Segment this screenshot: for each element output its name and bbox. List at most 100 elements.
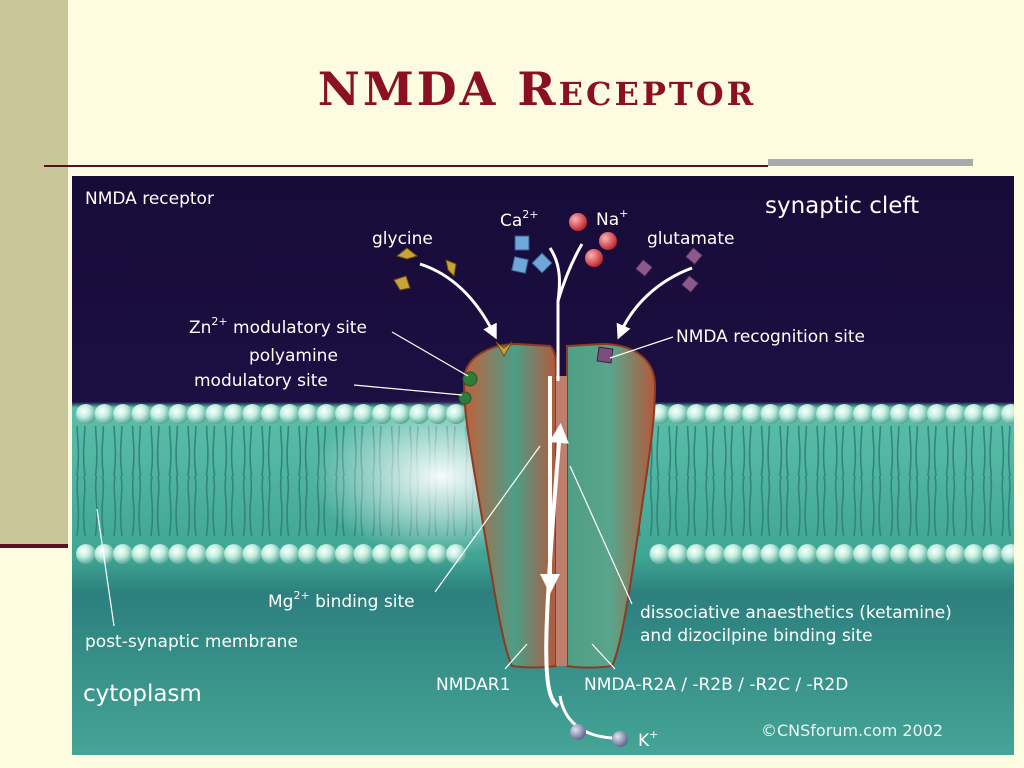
lipid-head <box>242 404 263 424</box>
cytoplasm-label: cytoplasm <box>83 681 202 707</box>
lipid-head <box>279 404 300 424</box>
copyright-label: ©CNSforum.com 2002 <box>761 721 943 740</box>
lipid-head <box>409 404 429 424</box>
lipid-head <box>1001 404 1014 424</box>
calcium-label: Ca2+ <box>500 208 539 231</box>
lipid-head <box>76 544 96 564</box>
glutamate-molecules <box>634 246 704 294</box>
postsynaptic-membrane-label: post-synaptic membrane <box>85 632 298 652</box>
lipid-head <box>279 544 300 564</box>
mg-rest: binding site <box>310 592 415 612</box>
lipid-head <box>779 544 799 564</box>
lipid-head <box>853 544 873 564</box>
lipid-head <box>298 544 318 564</box>
lipid-head <box>187 404 207 424</box>
lipid-head <box>927 404 947 424</box>
lipid-head <box>372 544 392 564</box>
lipid-head <box>945 404 966 424</box>
lipid-head <box>890 544 910 564</box>
lipid-head <box>853 404 873 424</box>
lipid-head <box>705 544 725 564</box>
na-sup: + <box>619 207 628 220</box>
lipid-head <box>446 404 466 424</box>
polyamine-site <box>458 391 472 405</box>
nmda-r2-label: NMDA-R2A / -R2B / -R2C / -R2D <box>584 675 848 695</box>
lipid-head <box>686 544 707 564</box>
lipid-head <box>760 544 781 564</box>
lipid-head <box>908 404 929 424</box>
mg-base: Mg <box>268 592 293 612</box>
lipid-head <box>668 404 688 424</box>
lipid-heads-bottom <box>76 544 1014 564</box>
k-sup: + <box>649 728 658 741</box>
nmda-receptor-diagram: NMDA receptor synaptic cleft glycine Ca2… <box>72 176 1014 755</box>
lipid-head <box>834 544 855 564</box>
lipid-head <box>427 544 448 564</box>
synaptic-cleft-label: synaptic cleft <box>765 193 919 219</box>
lipid-head <box>242 544 263 564</box>
potassium-ions <box>570 724 628 747</box>
lipid-head <box>390 404 411 424</box>
lipid-head <box>353 544 374 564</box>
mg-sup: 2+ <box>293 589 309 602</box>
nmda-recognition-label: NMDA recognition site <box>676 327 865 347</box>
lipid-head <box>446 544 466 564</box>
k-base: K <box>638 731 650 751</box>
lipid-head <box>723 404 744 424</box>
lipid-head <box>316 544 337 564</box>
lipid-head <box>871 404 892 424</box>
lipid-head <box>742 544 762 564</box>
sodium-label: Na+ <box>596 207 628 230</box>
lipid-head <box>335 404 355 424</box>
calcium-ions <box>511 235 553 274</box>
gray-rule <box>768 159 973 166</box>
ca-base: Ca <box>500 211 522 231</box>
lipid-head <box>261 404 281 424</box>
lipid-head <box>797 544 818 564</box>
lipid-head <box>908 544 929 564</box>
diagram-heading: NMDA receptor <box>85 189 214 209</box>
lipid-head <box>390 544 411 564</box>
lipid-head <box>797 404 818 424</box>
lipid-head <box>94 544 115 564</box>
slide-title: NMDA Receptor <box>317 62 757 116</box>
lipid-head <box>945 544 966 564</box>
side-rule <box>0 544 68 548</box>
zn-base: Zn <box>189 318 211 338</box>
lipid-head <box>150 544 170 564</box>
lipid-head <box>205 404 226 424</box>
lipid-head <box>316 404 337 424</box>
lipid-head <box>964 544 984 564</box>
lipid-head <box>113 544 133 564</box>
lipid-head <box>686 404 707 424</box>
lipid-head <box>353 404 374 424</box>
lipid-head <box>76 404 96 424</box>
zn-label: Zn2+ modulatory site <box>189 315 367 338</box>
glutamate-label: glutamate <box>647 229 734 249</box>
lipid-head <box>224 544 244 564</box>
lipid-head <box>927 544 947 564</box>
ion-flow-arrows <box>419 243 693 740</box>
lipid-head <box>150 404 170 424</box>
sodium-ions <box>569 213 617 267</box>
lipid-head <box>890 404 910 424</box>
lipid-head <box>816 404 836 424</box>
lipid-head <box>834 404 855 424</box>
nmdar1-label: NMDAR1 <box>436 675 510 695</box>
lipid-head <box>131 404 152 424</box>
lipid-head <box>131 544 152 564</box>
polyamine-label-1: polyamine <box>249 346 338 366</box>
pointer-lines <box>96 331 674 670</box>
zn-sup: 2+ <box>211 315 227 328</box>
lipid-head <box>113 404 133 424</box>
na-base: Na <box>596 210 619 230</box>
side-bar <box>0 0 68 546</box>
glycine-molecules <box>393 247 457 291</box>
lipid-head <box>187 544 207 564</box>
lipid-head <box>94 404 115 424</box>
lipid-head <box>335 544 355 564</box>
lipid-head <box>964 404 984 424</box>
lipid-head <box>261 544 281 564</box>
lipid-head <box>1001 544 1014 564</box>
lipid-head <box>409 544 429 564</box>
